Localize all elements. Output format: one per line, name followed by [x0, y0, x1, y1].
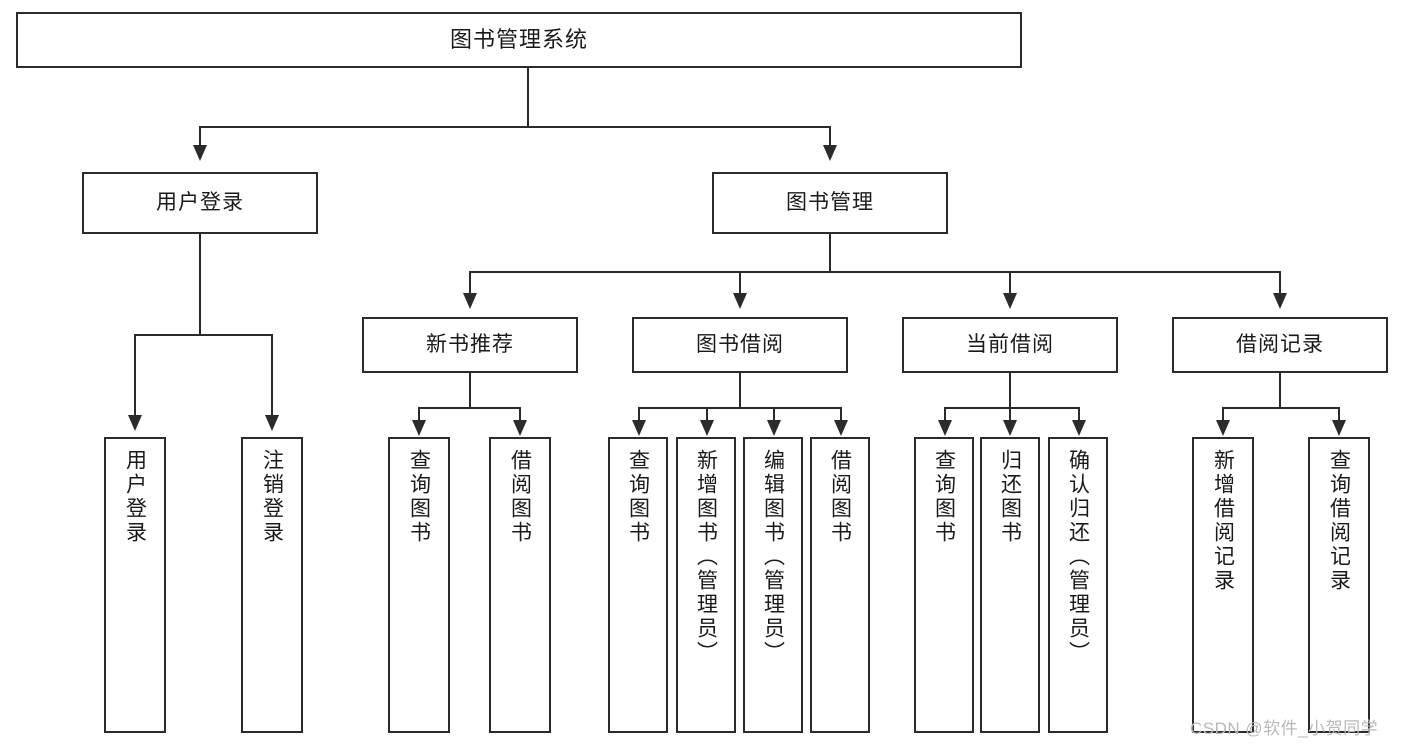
connector-current-borrow-bus: [944, 407, 1080, 409]
node-label: 图书借阅: [696, 332, 784, 356]
arrowhead-book-management: [823, 145, 837, 161]
connector-borrow-record-drop-1: [1222, 407, 1224, 421]
connector-root-stem: [527, 68, 529, 127]
connector-level2-left-drop: [199, 126, 201, 146]
leaf-edit-book-admin[interactable]: 编辑图书（管理员）: [743, 437, 803, 733]
node-label: 归还图书: [998, 449, 1022, 545]
arrowhead-current-borrow: [1003, 293, 1017, 309]
arrowhead-leaf-query-record: [1332, 420, 1346, 436]
node-label: 查询图书: [932, 449, 956, 545]
csdn-watermark: CSDN @软件_小贺同学: [1190, 719, 1379, 738]
node-new-book-recommend[interactable]: 新书推荐: [362, 317, 578, 373]
arrowhead-leaf-return-book: [1003, 420, 1017, 436]
node-label: 图书管理系统: [449, 27, 588, 53]
node-label: 新书推荐: [426, 332, 514, 356]
node-label: 当前借阅: [966, 332, 1054, 356]
connector-book-borrow-stem: [739, 373, 741, 408]
connector-level3-bus: [469, 271, 1281, 273]
connector-new-book-drop-1: [418, 407, 420, 421]
node-label: 查询图书: [407, 449, 431, 545]
connector-current-borrow-drop-1: [944, 407, 946, 421]
node-label: 借阅记录: [1236, 332, 1324, 356]
arrowhead-new-book-recommend: [463, 293, 477, 309]
arrowhead-leaf-add-book: [700, 420, 714, 436]
connector-book-borrow-drop-3: [773, 407, 775, 421]
leaf-add-book-admin[interactable]: 新增图书（管理员）: [676, 437, 736, 733]
arrowhead-leaf-query-book-c: [938, 420, 952, 436]
connector-user-login-bus: [134, 334, 273, 336]
leaf-add-borrow-record[interactable]: 新增借阅记录: [1192, 437, 1254, 733]
node-book-management[interactable]: 图书管理: [712, 172, 948, 234]
node-user-login[interactable]: 用户登录: [82, 172, 318, 234]
connector-level3-drop-3: [1009, 271, 1011, 294]
connector-new-book-bus: [418, 407, 521, 409]
node-label: 新增借阅记录: [1211, 449, 1235, 593]
node-root-book-management-system[interactable]: 图书管理系统: [16, 12, 1022, 68]
leaf-borrow-book-new-recommend[interactable]: 借阅图书: [489, 437, 551, 733]
arrowhead-leaf-logout: [265, 415, 279, 431]
connector-level2-right-drop: [829, 126, 831, 146]
leaf-return-book[interactable]: 归还图书: [980, 437, 1040, 733]
node-label: 注销登录: [260, 449, 284, 545]
connector-new-book-drop-2: [519, 407, 521, 421]
node-label: 借阅图书: [508, 449, 532, 545]
connector-book-borrow-bus: [638, 407, 842, 409]
connector-level2-bus: [199, 126, 831, 128]
connector-current-borrow-stem: [1009, 373, 1011, 408]
node-label: 借阅图书: [828, 449, 852, 545]
arrowhead-leaf-borrow-book-a: [513, 420, 527, 436]
leaf-logout[interactable]: 注销登录: [241, 437, 303, 733]
arrowhead-leaf-query-book-a: [412, 420, 426, 436]
connector-current-borrow-drop-2: [1009, 407, 1011, 421]
node-borrow-record[interactable]: 借阅记录: [1172, 317, 1388, 373]
node-label: 编辑图书（管理员）: [761, 449, 785, 665]
connector-user-login-leaf2-drop: [271, 334, 273, 416]
connector-user-login-leaf1-drop: [134, 334, 136, 416]
connector-current-borrow-drop-3: [1078, 407, 1080, 421]
node-label: 用户登录: [156, 190, 244, 214]
arrowhead-user-login: [193, 145, 207, 161]
arrowhead-leaf-query-book-b: [632, 420, 646, 436]
node-label: 查询图书: [626, 449, 650, 545]
node-label: 查询借阅记录: [1327, 449, 1351, 593]
arrowhead-leaf-confirm-return: [1072, 420, 1086, 436]
node-book-borrow[interactable]: 图书借阅: [632, 317, 848, 373]
node-current-borrow[interactable]: 当前借阅: [902, 317, 1118, 373]
arrowhead-leaf-add-record: [1216, 420, 1230, 436]
arrowhead-leaf-user-login: [128, 415, 142, 431]
arrowhead-leaf-borrow-book-b: [834, 420, 848, 436]
arrowhead-leaf-edit-book: [767, 420, 781, 436]
node-label: 确认归还（管理员）: [1066, 449, 1090, 665]
connector-borrow-record-drop-2: [1338, 407, 1340, 421]
connector-book-borrow-drop-4: [840, 407, 842, 421]
connector-book-borrow-drop-1: [638, 407, 640, 421]
connector-user-login-stem: [199, 234, 201, 335]
leaf-user-login[interactable]: 用户登录: [104, 437, 166, 733]
node-label: 图书管理: [786, 190, 874, 214]
node-label: 用户登录: [123, 449, 147, 545]
connector-level3-drop-1: [469, 271, 471, 294]
arrowhead-borrow-record: [1273, 293, 1287, 309]
connector-book-management-stem: [829, 234, 831, 272]
connector-level3-drop-2: [739, 271, 741, 294]
leaf-confirm-return-admin[interactable]: 确认归还（管理员）: [1048, 437, 1108, 733]
connector-new-book-stem: [469, 373, 471, 408]
leaf-query-book-new-recommend[interactable]: 查询图书: [388, 437, 450, 733]
arrowhead-book-borrow: [733, 293, 747, 309]
leaf-query-borrow-record[interactable]: 查询借阅记录: [1308, 437, 1370, 733]
leaf-query-book-current[interactable]: 查询图书: [914, 437, 974, 733]
connector-borrow-record-stem: [1279, 373, 1281, 408]
leaf-borrow-book-borrow[interactable]: 借阅图书: [810, 437, 870, 733]
connector-borrow-record-bus: [1222, 407, 1340, 409]
connector-book-borrow-drop-2: [706, 407, 708, 421]
node-label: 新增图书（管理员）: [694, 449, 718, 665]
leaf-query-book-borrow[interactable]: 查询图书: [608, 437, 668, 733]
connector-level3-drop-4: [1279, 271, 1281, 294]
